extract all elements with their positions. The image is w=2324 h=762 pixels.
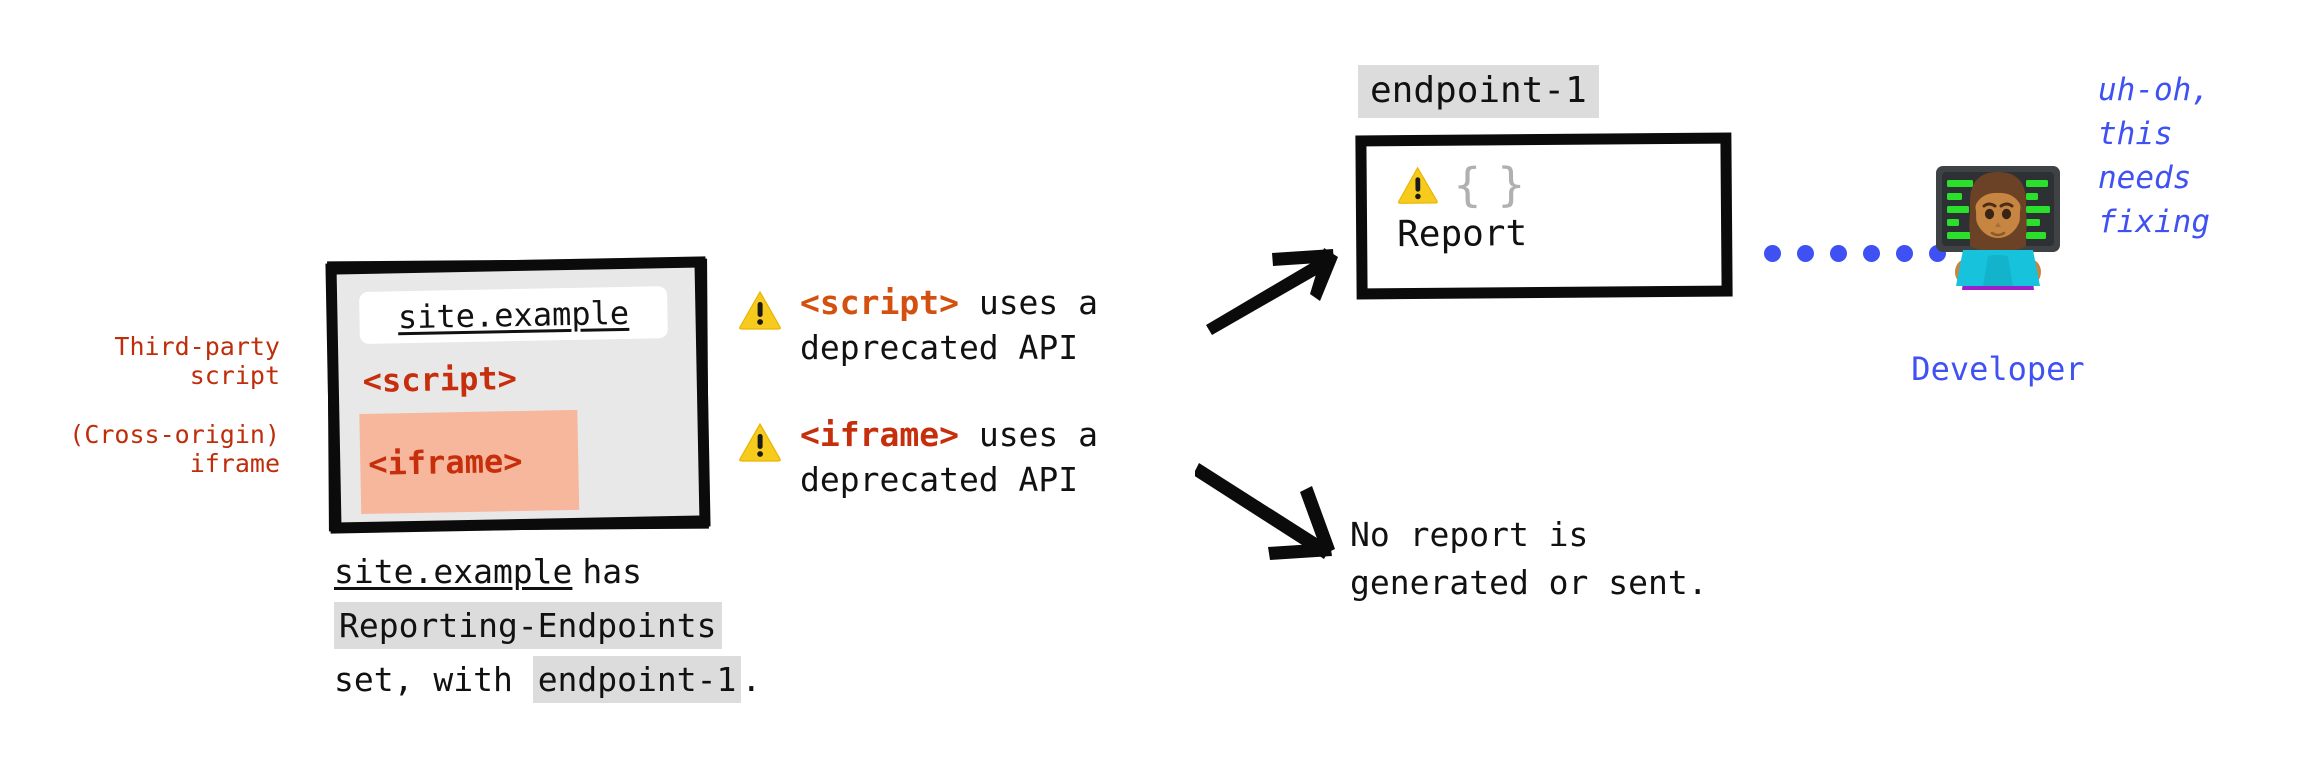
browser-frame: site.example <script> <iframe> [325,256,711,534]
warning-triangle-icon [738,288,782,332]
developer-speech-text: uh-oh, this needs fixing [2098,72,2210,240]
warning-iframe-text: <iframe> uses a deprecated API [800,412,1098,502]
connector-dot [1797,245,1814,262]
caption-header-name: Reporting-Endpoints [334,602,722,649]
arrow-to-report-box [1206,248,1338,335]
caption-period: . [741,660,762,699]
arrow-to-no-report [1195,463,1335,560]
warning-script-text: <script> uses a deprecated API [800,280,1098,370]
label-cross-origin-iframe: (Cross-origin) iframe [69,420,280,478]
warning-script-tag: <script> [800,283,959,322]
developer-label: Developer [1911,350,2085,388]
warning-script-rest: uses a deprecated API [800,283,1099,367]
caption-has-word: has [582,552,643,591]
no-report-text: No report is generated or sent. [1350,515,1708,602]
report-box: { } Report [1355,132,1733,300]
warning-triangle-icon [738,420,782,464]
warning-iframe-row: <iframe> uses a deprecated API [738,412,1098,502]
woman-technologist-emoji [1918,160,2078,290]
warning-triangle-icon [1397,164,1439,206]
connector-dot [1830,245,1847,262]
caption-endpoint: endpoint-1 [532,656,742,703]
browser-iframe-region: <iframe> [359,409,580,515]
caption-site: site.example [334,552,573,591]
report-box-frame: { } Report [1355,132,1733,300]
warning-iframe-tag: <iframe> [800,415,959,454]
browser-iframe-tag: <iframe> [367,441,523,483]
report-label: Report [1396,213,1528,256]
caption-set-with: set, with [334,660,513,699]
browser-window: site.example <script> <iframe> [325,256,711,534]
browser-url-text: site.example [397,293,630,337]
report-icon-row: { } [1397,157,1527,212]
label-third-party-script: Third-party script [114,332,280,390]
connector-dot [1863,245,1880,262]
browser-url-bar[interactable]: site.example [358,286,668,345]
endpoint-label-pill: endpoint-1 [1358,65,1599,118]
report-box-content: { } Report [1396,157,1528,256]
warning-script-row: <script> uses a deprecated API [738,280,1098,370]
json-braces-icon: { } [1452,157,1527,212]
connector-dot [1764,245,1781,262]
connector-dot [1896,245,1913,262]
browser-script-tag: <script> [362,359,518,400]
warning-iframe-rest: uses a deprecated API [800,415,1099,499]
